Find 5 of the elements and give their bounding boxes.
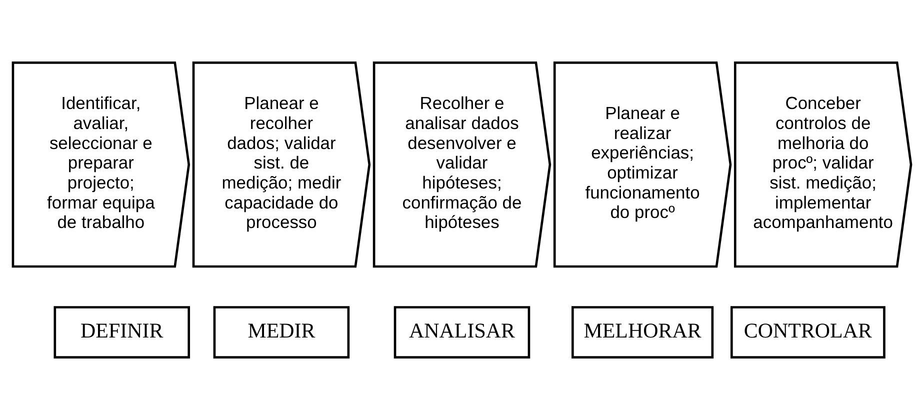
node-box: MEDIR — [213, 306, 350, 358]
node-box: DEFINIR — [54, 306, 190, 358]
node-box: MELHORAR — [572, 306, 714, 358]
node-box: CONTROLAR — [730, 306, 886, 358]
node-box: ANALISAR — [394, 306, 530, 358]
